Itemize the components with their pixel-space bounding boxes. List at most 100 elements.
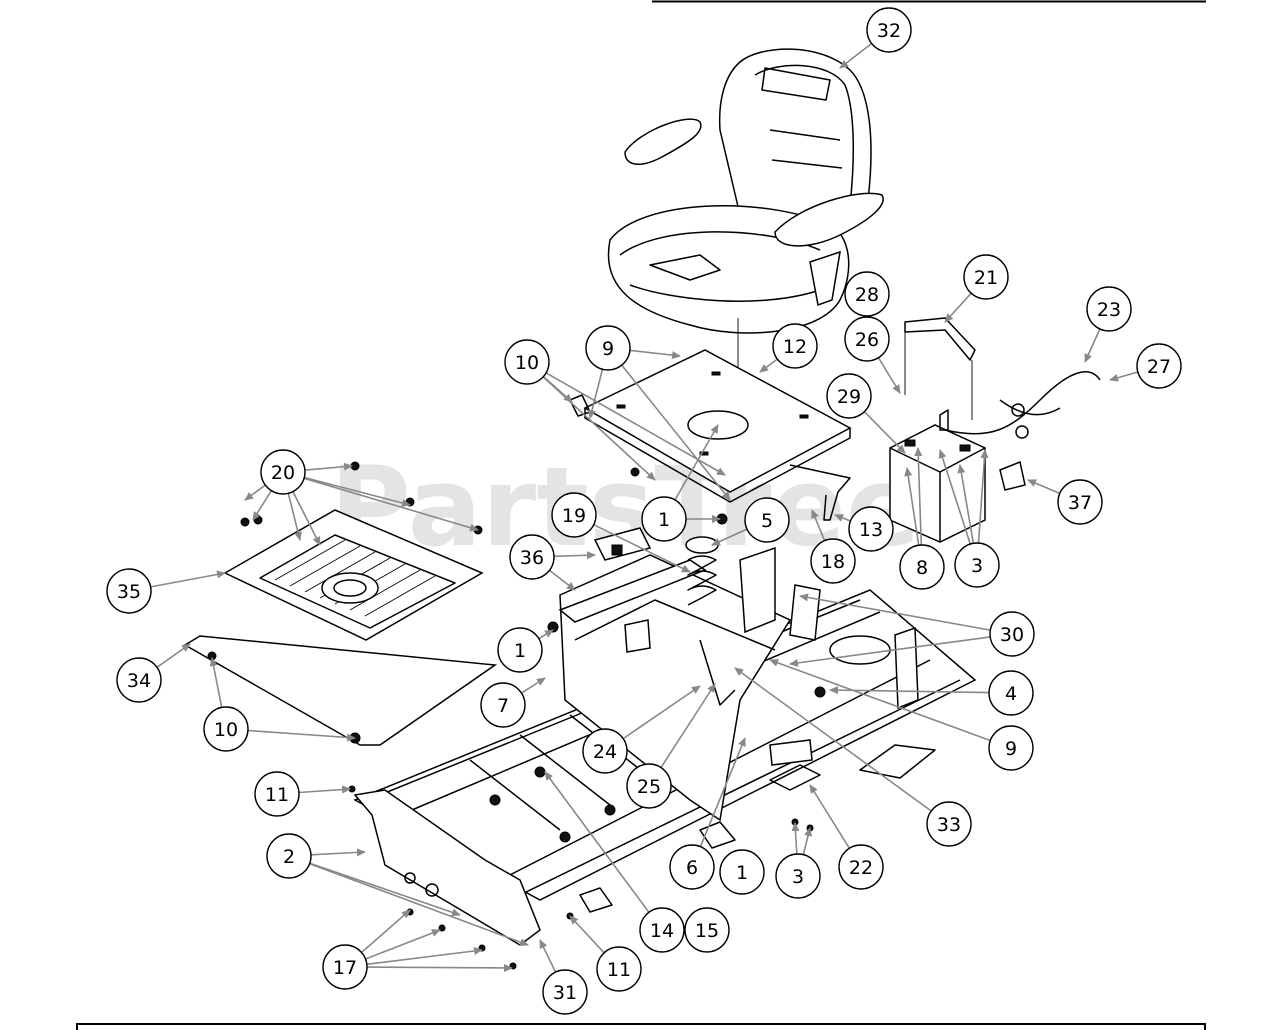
- callout-24: 24: [582, 685, 701, 774]
- callout-number: 1: [514, 640, 526, 662]
- callout-circle: [1086, 286, 1132, 332]
- callout-1: 1: [641, 424, 721, 542]
- callout-circle: [989, 611, 1035, 657]
- callout-3: 3: [775, 822, 821, 899]
- callout-number: 22: [849, 857, 873, 879]
- leader-line-17-3: [366, 963, 513, 972]
- battery-part: [889, 317, 986, 543]
- callout-number: 34: [127, 670, 151, 692]
- leader-line-2-0: [310, 848, 366, 857]
- leader-line-7-0: [521, 677, 546, 694]
- callout-circle: [954, 542, 1000, 588]
- callout-circle: [542, 969, 588, 1015]
- leader-line-10-1: [247, 729, 356, 742]
- leader-line-8-0: [904, 467, 920, 546]
- callout-number: 19: [562, 505, 586, 527]
- callout-number: 6: [686, 857, 698, 879]
- leader-line-3-1: [802, 827, 812, 855]
- callout-number: 32: [877, 20, 901, 42]
- callout-30: 30: [789, 593, 1035, 667]
- callout-26: 26: [844, 316, 901, 394]
- leader-line-4-0: [829, 686, 990, 695]
- leader-line-34-0: [156, 643, 191, 668]
- callout-circle: [844, 316, 890, 362]
- callout-21: 21: [944, 254, 1009, 323]
- callout-circle: [848, 506, 894, 552]
- callout-number: 11: [265, 784, 289, 806]
- leader-line-9-0: [769, 658, 991, 742]
- leader-line-9-1: [629, 349, 681, 360]
- leader-line-3-0: [938, 449, 972, 545]
- spring-part: [685, 536, 719, 606]
- leader-line-2-1: [309, 862, 461, 917]
- callout-number: 14: [650, 920, 674, 942]
- callout-number: 3: [971, 555, 983, 577]
- callout-11: 11: [569, 915, 642, 992]
- leader-line-36-0: [549, 569, 576, 591]
- leader-line-22-0: [809, 784, 851, 849]
- callout-number: 10: [515, 352, 539, 374]
- callout-number: 35: [117, 581, 141, 603]
- callout-25: 25: [626, 683, 716, 809]
- callout-number: 5: [761, 510, 773, 532]
- callout-12: 12: [759, 323, 818, 373]
- callout-number: 25: [637, 776, 661, 798]
- callout-circle: [497, 627, 543, 673]
- callout-37: 37: [1027, 479, 1103, 525]
- leader-line-17-2: [366, 947, 483, 966]
- leader-line-23-0: [1084, 328, 1101, 363]
- callout-circle: [116, 657, 162, 703]
- callout-circle: [988, 670, 1034, 716]
- callout-number: 7: [497, 695, 509, 717]
- callout-14: 14: [544, 771, 685, 953]
- leader-line-27-0: [1109, 371, 1139, 382]
- leader-line-20-0: [244, 484, 266, 501]
- leader-line-9-0: [588, 369, 604, 419]
- callout-9: 9: [585, 325, 731, 501]
- leader-line-30-1: [789, 636, 991, 667]
- callout-circle: [596, 946, 642, 992]
- callout-number: 11: [607, 959, 631, 981]
- leader-line-20-2: [304, 462, 353, 471]
- leader-line-20-3: [304, 476, 411, 507]
- callout-29: 29: [826, 373, 906, 454]
- leader-line-35-0: [150, 570, 226, 588]
- callout-circle: [480, 682, 526, 728]
- callout-circle: [322, 944, 368, 990]
- callout-circle: [266, 833, 312, 879]
- callout-number: 15: [695, 920, 719, 942]
- callout-circle: [963, 254, 1009, 300]
- leader-line-29-0: [863, 411, 906, 454]
- leader-line-10-1: [542, 376, 656, 481]
- callout-circle: [988, 725, 1034, 771]
- leader-line-13-0: [834, 514, 851, 522]
- callout-number: 18: [821, 551, 845, 573]
- leader-line-20-5: [287, 493, 302, 541]
- callout-34: 34: [116, 643, 191, 703]
- callout-circle: [260, 449, 306, 495]
- callout-33: 33: [734, 667, 972, 847]
- leader-line-12-0: [759, 358, 778, 373]
- callout-20: 20: [244, 449, 479, 546]
- callout-7: 7: [480, 677, 546, 728]
- leader-line-8-1: [914, 447, 923, 546]
- callout-circle: [254, 771, 300, 817]
- leader-line-11-0: [569, 915, 605, 954]
- callout-number: 28: [855, 284, 879, 306]
- callout-8: 8: [899, 447, 945, 590]
- leader-line-20-1: [252, 490, 272, 521]
- leader-line-37-0: [1027, 479, 1061, 495]
- callout-22: 22: [809, 784, 884, 890]
- callout-circle: [669, 844, 715, 890]
- leader-line-30-0: [799, 593, 991, 631]
- callout-number: 17: [333, 957, 357, 979]
- callout-1: 1: [719, 849, 765, 895]
- callout-3: 3: [938, 449, 1000, 588]
- callout-circle: [772, 323, 818, 369]
- callout-number: 1: [658, 509, 670, 531]
- callout-number: 36: [520, 547, 544, 569]
- floor-pan-part: [183, 509, 498, 746]
- switch-part: [593, 527, 652, 653]
- callout-5: 5: [711, 497, 790, 546]
